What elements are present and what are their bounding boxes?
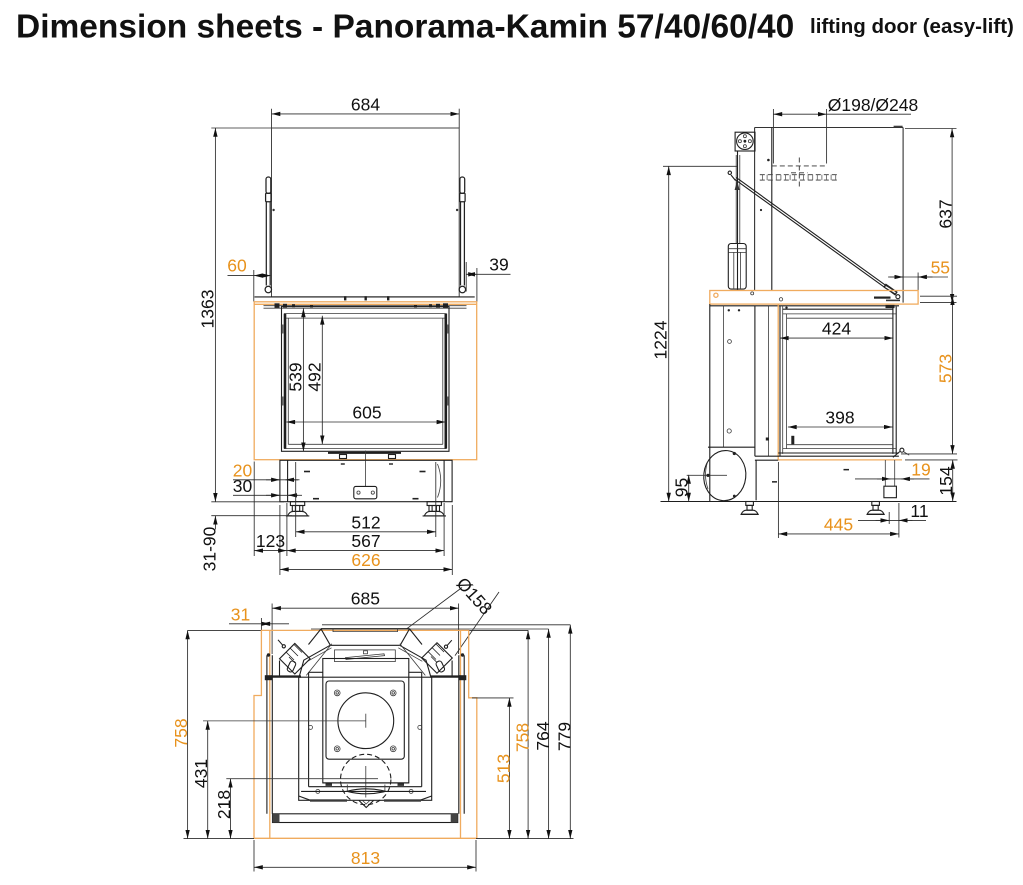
svg-text:20: 20: [233, 460, 253, 480]
svg-text:11: 11: [910, 501, 928, 521]
svg-text:512: 512: [351, 512, 380, 532]
svg-text:764: 764: [533, 721, 553, 750]
svg-text:758: 758: [513, 723, 533, 752]
svg-text:431: 431: [191, 759, 211, 788]
svg-text:60: 60: [227, 256, 247, 276]
svg-text:31: 31: [231, 604, 250, 624]
svg-text:Dimension sheets - Panorama-Ka: Dimension sheets - Panorama-Kamin 57/40/…: [16, 9, 794, 46]
svg-text:567: 567: [351, 531, 380, 551]
svg-text:31-90: 31-90: [200, 526, 220, 571]
svg-text:123: 123: [256, 531, 285, 551]
svg-text:424: 424: [822, 319, 851, 339]
svg-text:813: 813: [351, 848, 380, 868]
svg-text:605: 605: [352, 403, 381, 423]
svg-text:637: 637: [936, 199, 956, 228]
svg-text:lifting door (easy-lift): lifting door (easy-lift): [810, 15, 1014, 38]
svg-text:684: 684: [351, 95, 380, 115]
svg-text:Ø198/Ø248: Ø198/Ø248: [828, 95, 918, 115]
svg-text:154: 154: [936, 466, 956, 495]
svg-text:95: 95: [672, 478, 692, 497]
svg-text:758: 758: [171, 718, 191, 747]
svg-text:492: 492: [305, 362, 325, 391]
svg-text:779: 779: [555, 722, 575, 751]
svg-text:1224: 1224: [651, 320, 671, 359]
svg-text:19: 19: [911, 459, 930, 479]
svg-text:1363: 1363: [198, 290, 218, 329]
svg-text:Ø158: Ø158: [453, 573, 497, 618]
svg-text:30: 30: [233, 476, 253, 496]
svg-text:626: 626: [351, 550, 380, 570]
svg-text:55: 55: [931, 257, 950, 277]
svg-text:573: 573: [936, 354, 956, 383]
svg-text:445: 445: [824, 514, 853, 534]
svg-text:685: 685: [351, 589, 380, 609]
svg-text:513: 513: [494, 754, 514, 783]
svg-text:398: 398: [825, 408, 854, 428]
svg-text:539: 539: [286, 362, 306, 391]
svg-text:218: 218: [214, 790, 234, 819]
svg-text:39: 39: [489, 254, 508, 274]
